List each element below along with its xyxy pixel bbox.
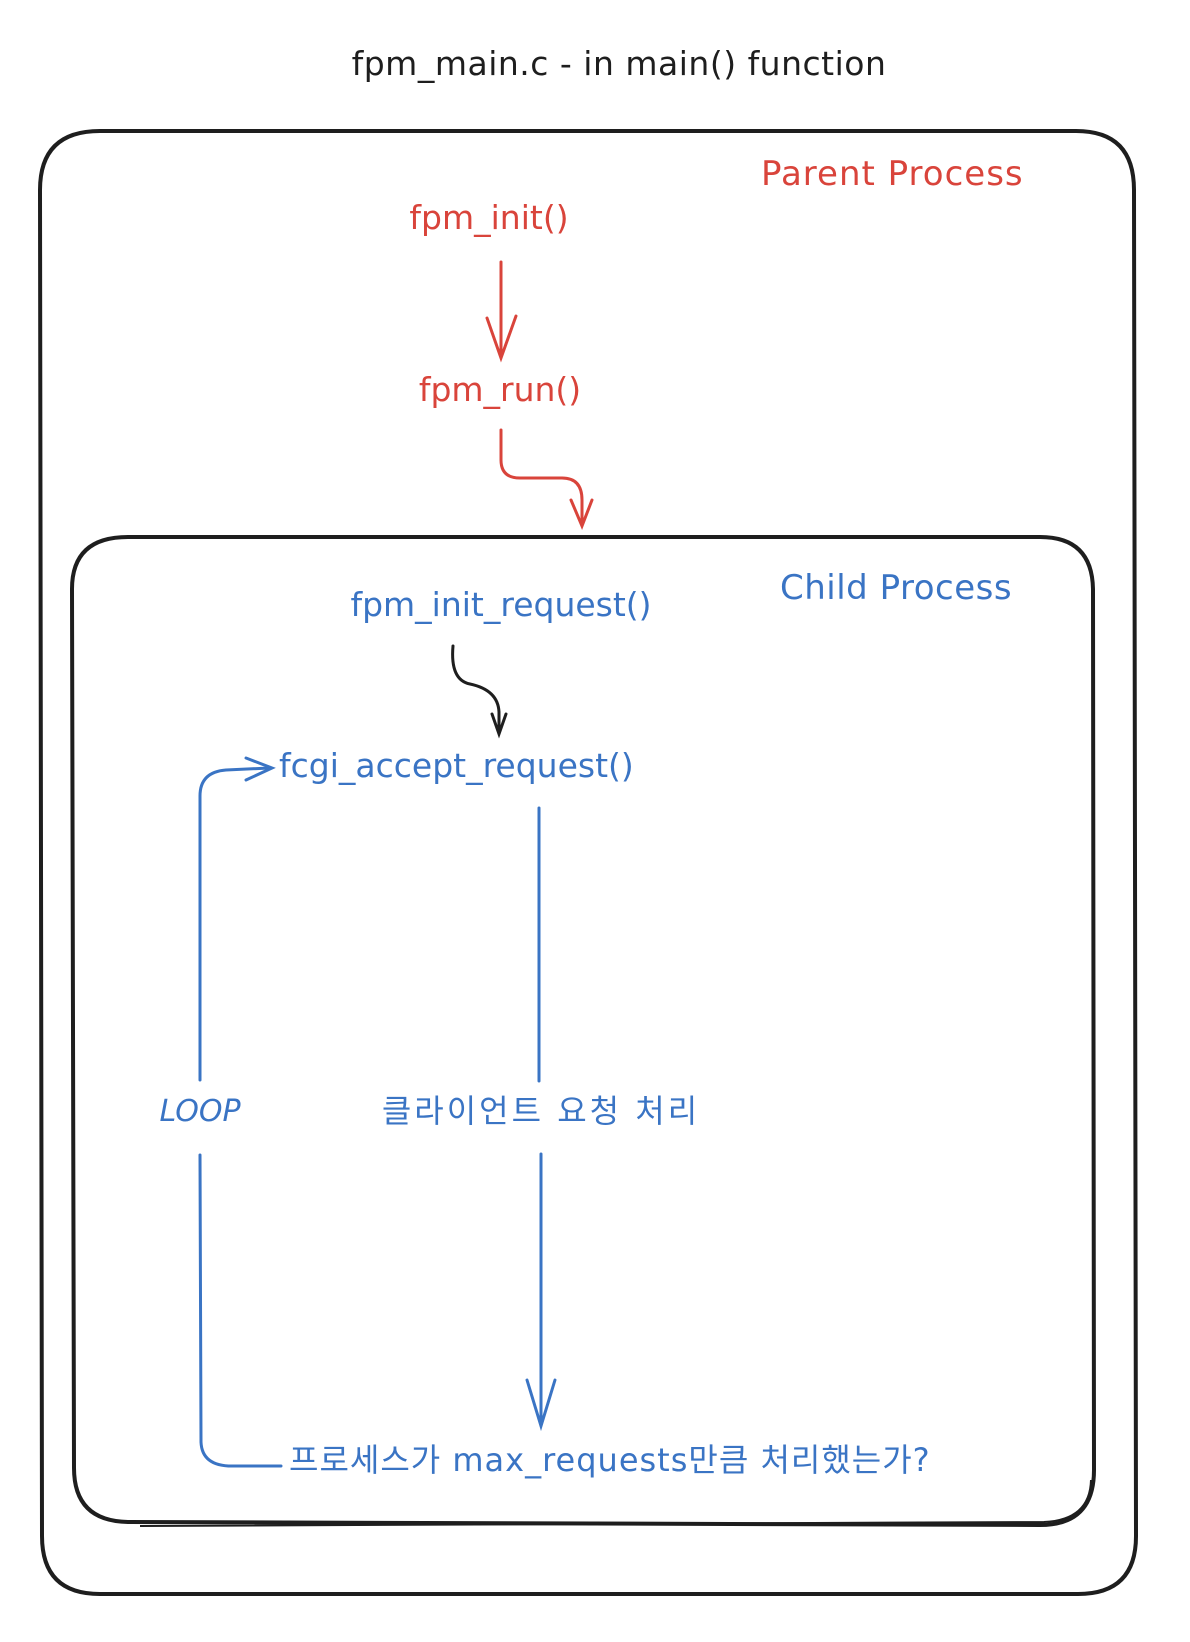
- fpm-init-node: fpm_init(): [409, 198, 569, 237]
- client-request-label: 클라이언트 요청 처리: [381, 1092, 701, 1130]
- arrow-down-icon: [451, 644, 508, 739]
- request-flow-arrow: [525, 806, 557, 1432]
- fpm-init-request-node: fpm_init_request(): [350, 585, 652, 624]
- parent-process-label: Parent Process: [761, 154, 1024, 194]
- child-process-box-sketch: [139, 1479, 1092, 1527]
- child-process-box: [70, 535, 1096, 1527]
- loop-arrow: [198, 756, 283, 1468]
- child-process-label: Child Process: [780, 568, 1013, 608]
- arrow-down-icon: [499, 428, 594, 531]
- fcgi-accept-request-node: fcgi_accept_request(): [279, 746, 634, 785]
- diagram-title: fpm_main.c - in main() function: [351, 44, 887, 83]
- parent-process-box: [38, 129, 1138, 1596]
- fpm-run-node: fpm_run(): [418, 370, 582, 409]
- arrow-down-icon: [485, 260, 518, 363]
- max-requests-condition: 프로세스가 max_requests만큼 처리했는가?: [289, 1441, 931, 1479]
- loop-label: LOOP: [159, 1094, 241, 1129]
